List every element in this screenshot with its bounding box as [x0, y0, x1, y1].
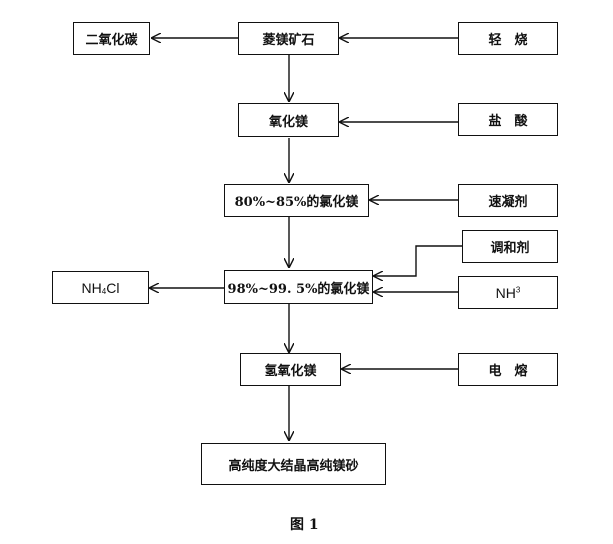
box-conditioner: 调和剂 — [462, 230, 558, 263]
box-magnesium-hydroxide: 氢氧化镁 — [240, 353, 341, 386]
label-electric-fusion: 电 熔 — [488, 364, 528, 379]
label-carbon-dioxide: 二氧化碳 — [85, 33, 138, 48]
box-mgcl-80-85: 80%~85%的氯化镁 — [224, 184, 369, 217]
arrow-conditioner-to-mgcl98 — [374, 245, 462, 276]
box-magnesite: 菱镁矿石 — [238, 22, 339, 55]
box-coagulant: 速凝剂 — [458, 184, 558, 217]
label-nh3: NH3 — [495, 284, 521, 301]
label-mgcl-98-995: 98%~99. 5%的氯化镁 — [227, 281, 370, 297]
box-nh3: NH3 — [458, 276, 558, 309]
label-light-burn: 轻 烧 — [488, 33, 528, 48]
box-mgcl-98-995: 98%~99. 5%的氯化镁 — [224, 270, 373, 304]
label-nh4cl: NH4Cl — [81, 279, 120, 296]
box-nh4cl: NH4Cl — [52, 271, 149, 304]
box-hydrochloric-acid: 盐 酸 — [458, 103, 558, 136]
box-light-burn: 轻 烧 — [458, 22, 558, 55]
label-hydrochloric-acid: 盐 酸 — [488, 114, 528, 129]
label-magnesium-hydroxide: 氢氧化镁 — [264, 364, 317, 379]
label-final-product: 高纯度大结晶高纯镁砂 — [228, 458, 359, 474]
figure-caption: 图 1 — [290, 517, 319, 533]
label-magnesium-oxide: 氧化镁 — [268, 114, 308, 130]
box-magnesium-oxide: 氧化镁 — [238, 103, 339, 137]
label-conditioner: 调和剂 — [490, 241, 530, 256]
label-coagulant: 速凝剂 — [488, 195, 528, 210]
box-electric-fusion: 电 熔 — [458, 353, 558, 386]
box-carbon-dioxide: 二氧化碳 — [73, 22, 150, 55]
label-magnesite: 菱镁矿石 — [262, 33, 315, 48]
label-mgcl-80-85: 80%~85%的氯化镁 — [234, 195, 359, 210]
box-final-product: 高纯度大结晶高纯镁砂 — [201, 443, 386, 485]
